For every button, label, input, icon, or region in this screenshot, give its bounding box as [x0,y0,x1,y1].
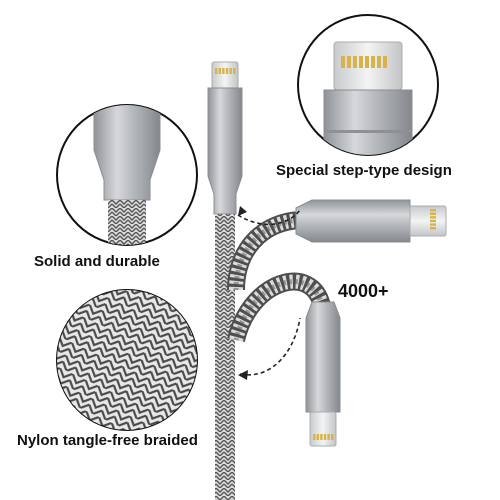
zoom-circle-tip [297,14,439,156]
zoom-circle-braid [56,289,198,431]
bottom-connector-tip [309,411,337,447]
curved-arrow-icon [237,206,301,380]
caption-nylon-braided: Nylon tangle-free braided [17,432,198,449]
side-connector-tip [409,205,447,237]
main-connector-tip [211,61,239,89]
side-connector-pins [430,209,436,230]
caption-solid-durable: Solid and durable [34,253,160,270]
zoom-circle-joint [56,104,198,246]
bottom-connector-housing [305,301,341,413]
main-connector-housing [207,87,243,215]
side-connector-housing [295,199,411,243]
main-connector-pins [215,68,236,74]
caption-bend-count: 4000+ [338,281,389,301]
curved-cable-upper [227,199,447,291]
caption-step-type-design: Special step-type design [276,162,452,179]
main-braided-cord [215,214,235,500]
bottom-connector-pins [313,434,334,440]
curved-cable-lower [227,272,341,447]
